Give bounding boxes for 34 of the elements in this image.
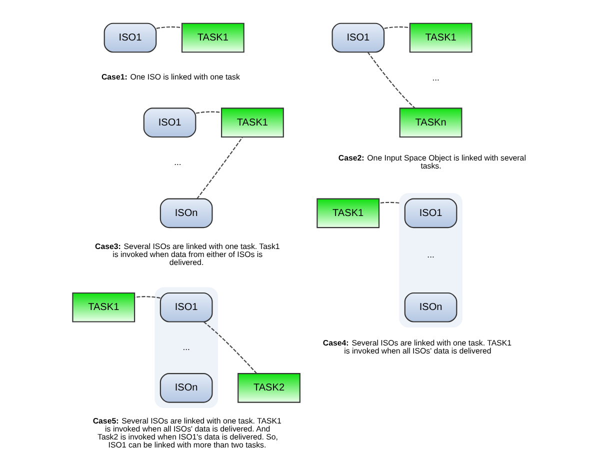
node-box: TASK1 — [180, 22, 244, 52]
connector — [156, 26, 182, 28]
connector — [196, 136, 243, 198]
connector — [202, 320, 256, 374]
node-box: ISO1 — [142, 107, 196, 138]
connector — [384, 26, 410, 28]
node-box: TASK1 — [316, 198, 380, 228]
connector — [195, 110, 221, 114]
node-box: ISO1 — [331, 22, 384, 52]
connector — [366, 51, 415, 108]
node-box: ISOn — [159, 372, 212, 402]
label: ... — [182, 341, 190, 352]
node-box: TASK1 — [408, 22, 472, 52]
connector — [134, 296, 160, 298]
connector — [378, 201, 399, 204]
label: Case5: Several ISOs are linked with one task. TASK1 is invoked when all ISOs' data is delivered. And Task2 is invoked when ISO1's data is delivered. So, ISO1 can be linked with more than two tasks. — [92, 416, 281, 449]
node-box: TASK1 — [72, 292, 135, 322]
node-box: ISO1 — [159, 292, 212, 322]
label: Case2: One Input Space Object is linked with several tasks. — [338, 153, 526, 170]
label: Case4: Several ISOs are linked with one task. TASK1 is invoked when all ISOs' data is delivered — [322, 338, 512, 355]
label: ... — [432, 72, 439, 82]
node-box: ISOn — [159, 198, 212, 228]
cluster — [398, 192, 462, 328]
label: ... — [174, 156, 181, 167]
node-box: TASKn — [398, 107, 462, 138]
node-box: TASK1 — [220, 107, 284, 138]
label: ... — [426, 248, 434, 259]
node-box: ISOn — [404, 292, 457, 322]
cluster — [154, 286, 218, 408]
label: Case1: One ISO is linked with one task — [100, 72, 240, 81]
label: Case3: Several ISOs are linked with one task. Task1 is invoked when data from either of ISOs is delivered. — [94, 242, 280, 266]
node-box: ISO1 — [103, 22, 156, 52]
node-box: TASK2 — [237, 372, 300, 402]
node-box: ISO1 — [404, 198, 457, 228]
